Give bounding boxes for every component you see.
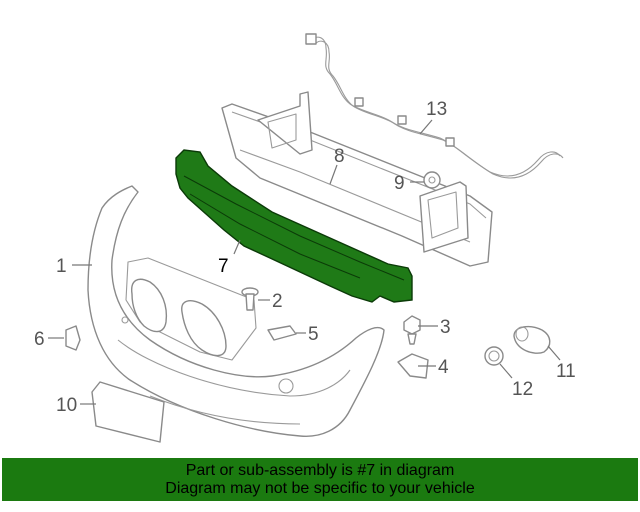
callout-7: 7 <box>218 256 229 277</box>
callout-13: 13 <box>426 99 447 120</box>
callout-9: 9 <box>394 173 405 194</box>
callout-1: 1 <box>56 256 67 277</box>
part-7-detail <box>183 175 405 281</box>
leader-lines <box>48 119 561 405</box>
side-clip-part <box>65 325 81 351</box>
callout-3: 3 <box>440 317 451 338</box>
callout-12: 12 <box>512 379 533 400</box>
bumper-absorber-part-7 <box>175 149 413 303</box>
callout-11: 11 <box>556 361 576 382</box>
part-7-detail-2 <box>189 193 361 279</box>
bumper-reinforcement-part <box>221 91 493 267</box>
banner-line-2: Diagram may not be specific to your vehi… <box>165 479 475 497</box>
bumper-cover-part <box>87 185 385 437</box>
info-banner: Part or sub-assembly is #7 in diagram Di… <box>2 458 638 501</box>
part-7-body <box>175 149 413 303</box>
callout-4: 4 <box>438 357 449 378</box>
wiring-harness-part <box>305 33 564 179</box>
license-plate-bracket-part <box>91 381 165 443</box>
parking-sensor-part <box>513 325 551 354</box>
banner-line-1: Part or sub-assembly is #7 in diagram <box>185 461 455 479</box>
parts-diagram: 1 2 3 4 5 6 7 8 9 10 11 12 13 <box>34 33 576 443</box>
callout-10: 10 <box>56 395 77 416</box>
callout-6: 6 <box>34 329 45 350</box>
callout-8: 8 <box>334 146 345 167</box>
bolt-part <box>241 287 259 311</box>
callout-5: 5 <box>308 324 319 345</box>
clip-nut-part <box>403 315 421 345</box>
grommet-part <box>423 171 441 189</box>
bracket-part <box>397 353 429 379</box>
callout-2: 2 <box>272 291 283 312</box>
sensor-ring-part <box>484 346 504 366</box>
plate-part <box>267 325 297 341</box>
